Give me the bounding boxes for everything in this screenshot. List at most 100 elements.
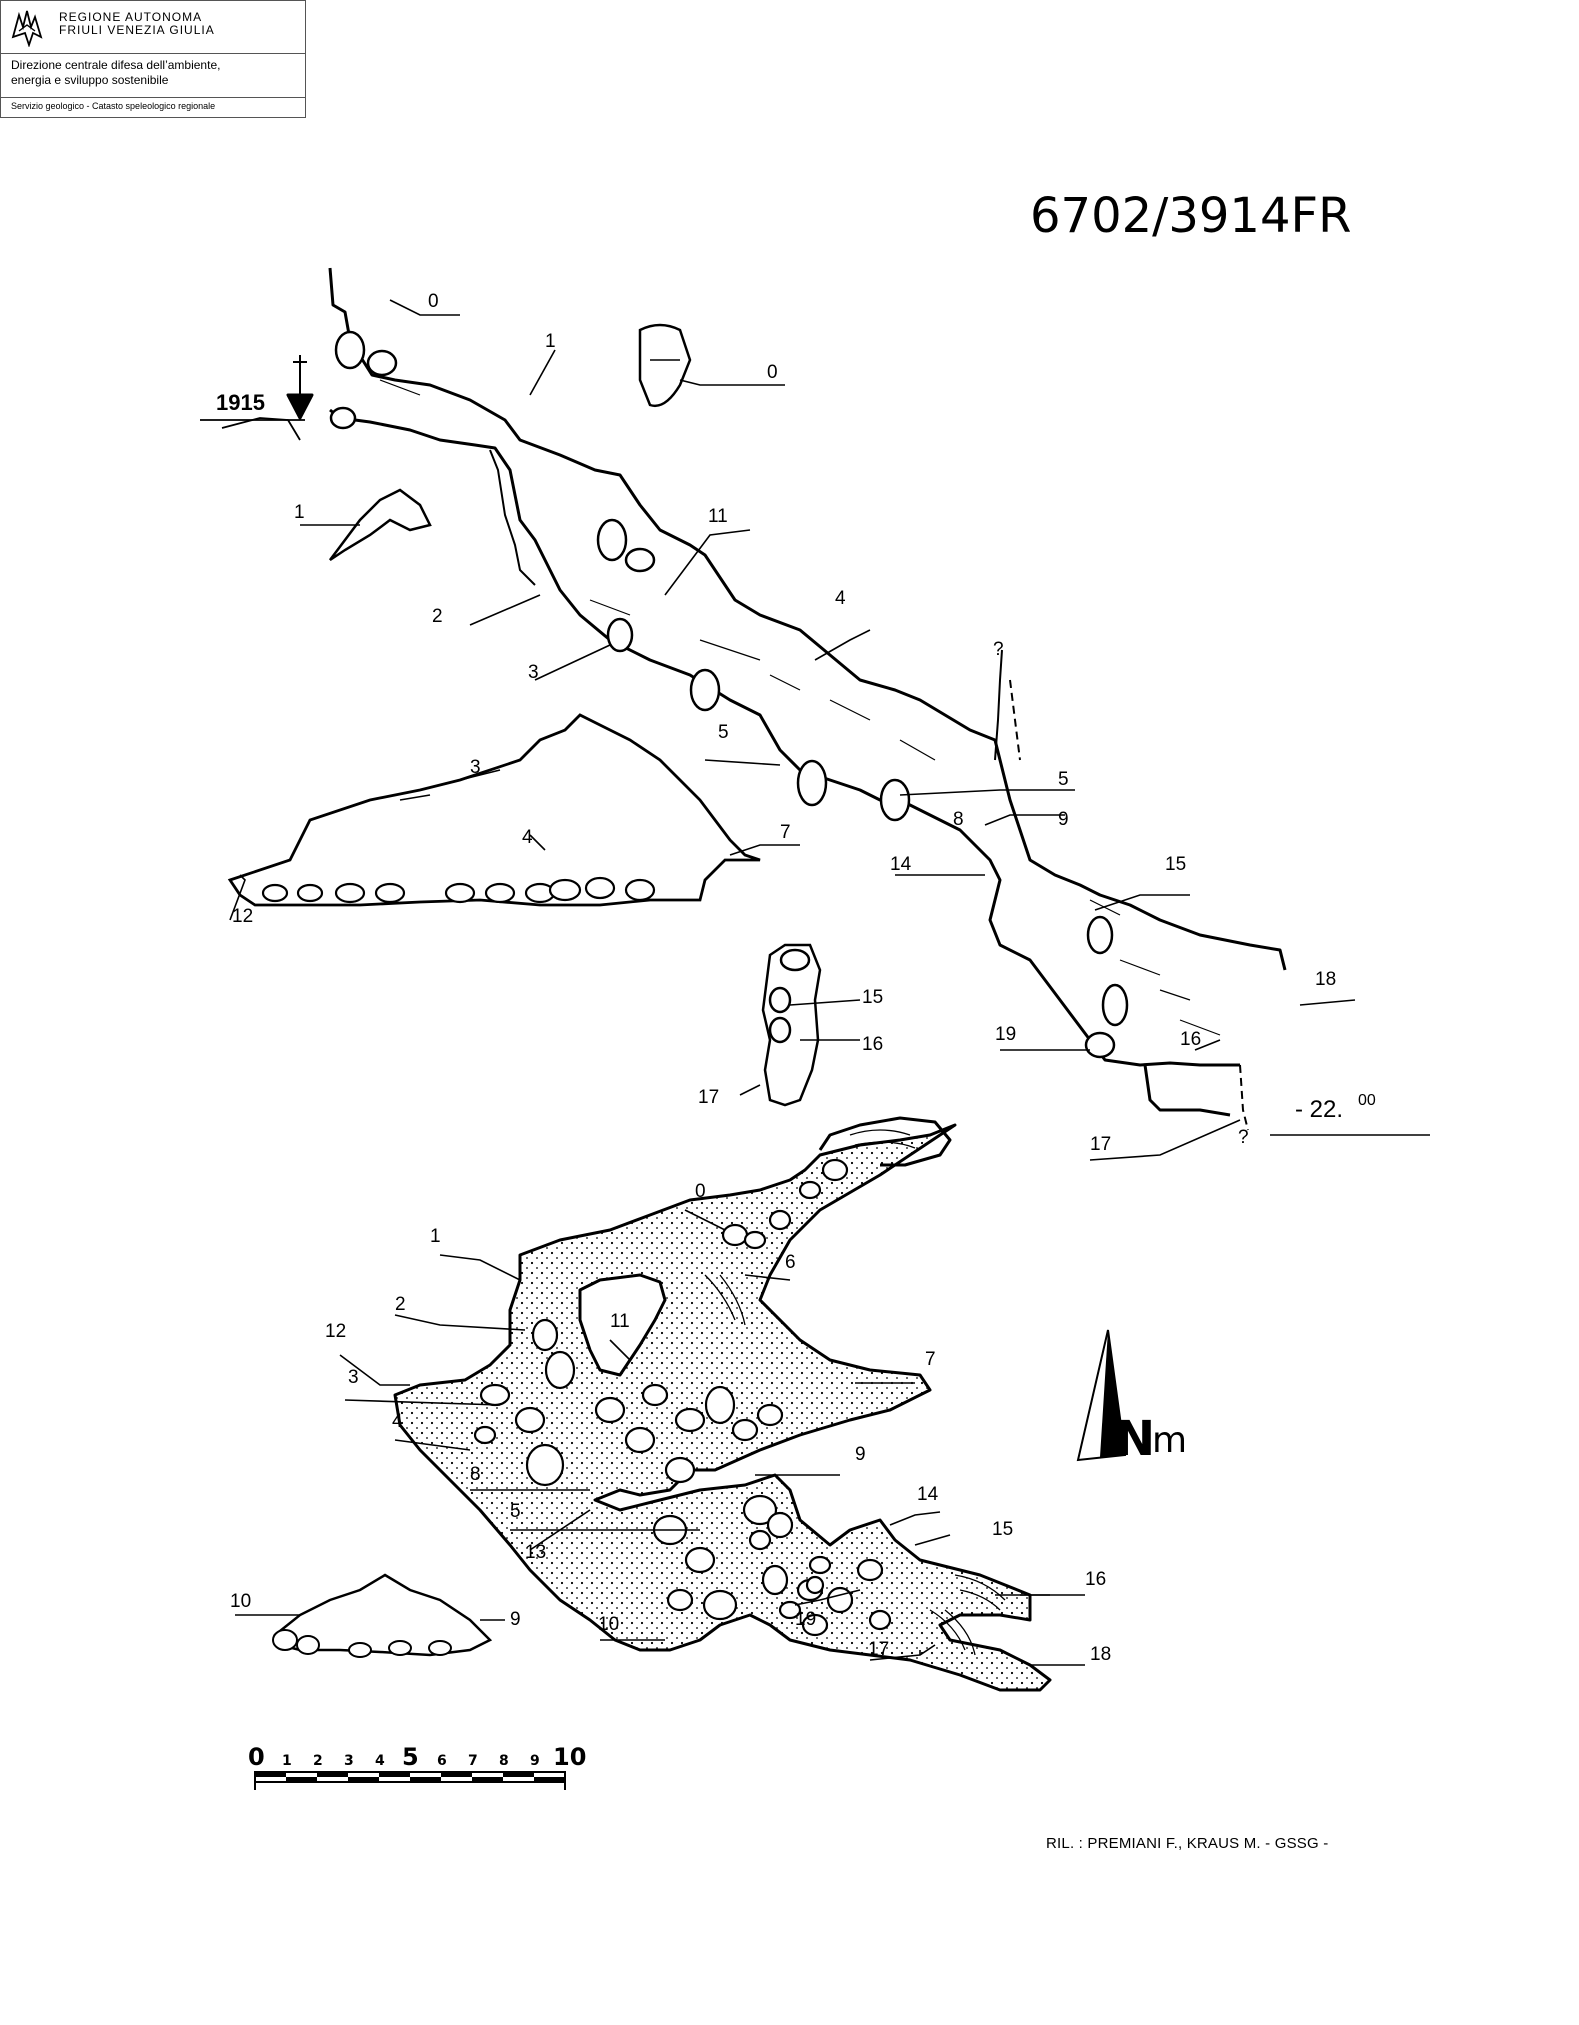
section-boulder bbox=[606, 617, 634, 653]
section-station-labels bbox=[389, 299, 1430, 1161]
section-boulder bbox=[366, 349, 398, 377]
section-label-8: 8 bbox=[953, 809, 964, 830]
section-label-18: 18 bbox=[1315, 969, 1336, 990]
plan-pillar bbox=[578, 1273, 667, 1377]
section-label-19: 19 bbox=[995, 1024, 1016, 1045]
plan-label-5: 5 bbox=[510, 1501, 521, 1522]
cross-section-label-15: 15 bbox=[862, 987, 883, 1008]
end-unknown-mark: ? bbox=[1238, 1127, 1249, 1148]
section-label-17: 17 bbox=[1090, 1134, 1111, 1155]
plan-entrance-passage bbox=[818, 1116, 952, 1167]
entrance-elevation: 1915 bbox=[216, 390, 265, 415]
cross-section-1-label: 1 bbox=[294, 502, 305, 523]
plan-label-18: 18 bbox=[1090, 1644, 1111, 1665]
section-boulder bbox=[796, 759, 828, 807]
cross-section-0-label: 0 bbox=[767, 362, 778, 383]
region-line-1: REGIONE AUTONOMA bbox=[59, 10, 203, 24]
survey-credits: RIL. : PREMIANI F., KRAUS M. - GSSG - bbox=[1046, 1835, 1329, 1852]
section-boulder bbox=[1101, 983, 1129, 1027]
plan-label-8: 8 bbox=[470, 1464, 481, 1485]
plan-label-17: 17 bbox=[868, 1639, 889, 1660]
plan-label-15: 15 bbox=[992, 1519, 1013, 1540]
section-roof-line bbox=[328, 267, 1287, 971]
plan-label-12: 12 bbox=[325, 1321, 346, 1342]
section-boulder bbox=[1086, 915, 1114, 955]
section-boulder bbox=[329, 406, 357, 430]
service-name: Servizio geologico - Catasto speleologic… bbox=[11, 101, 216, 111]
scale-bar: 0 1 2 3 4 5 6 7 8 9 10 bbox=[248, 1743, 586, 1790]
section-label-2: 2 bbox=[432, 606, 443, 627]
section-boulder bbox=[689, 668, 721, 712]
scale-tick-7: 7 bbox=[468, 1753, 478, 1769]
plan-view bbox=[393, 1116, 1052, 1692]
section-label-14: 14 bbox=[890, 854, 912, 875]
plan-label-9: 9 bbox=[855, 1444, 866, 1465]
section-chimney bbox=[994, 649, 1003, 761]
scale-tick-9: 9 bbox=[530, 1753, 540, 1769]
cross-section-label-7: 7 bbox=[780, 822, 791, 843]
section-boulder bbox=[879, 778, 911, 822]
section-end-dashed bbox=[1239, 1064, 1249, 1131]
region-header-row: REGIONE AUTONOMA FRIULI VENEZIA GIULIA bbox=[1, 1, 305, 53]
chimney-unknown-mark: ? bbox=[993, 639, 1004, 660]
section-floor-step bbox=[1143, 1064, 1231, 1117]
department-row: Direzione centrale difesa dell’ambiente,… bbox=[1, 53, 305, 98]
depth-label: - 22. bbox=[1295, 1096, 1343, 1123]
plan-label-14: 14 bbox=[917, 1484, 939, 1505]
section-shaft-wall bbox=[489, 449, 536, 586]
cross-section-label-17: 17 bbox=[698, 1087, 719, 1108]
cross-section-1 bbox=[300, 488, 432, 562]
plan-label-13: 13 bbox=[525, 1542, 546, 1563]
scale-tick-3: 3 bbox=[344, 1753, 354, 1769]
north-arrow: N m bbox=[1076, 1329, 1187, 1467]
department-name: Direzione centrale difesa dell’ambiente,… bbox=[11, 58, 220, 88]
region-name: REGIONE AUTONOMA FRIULI VENEZIA GIULIA bbox=[59, 11, 215, 37]
region-line-2: FRIULI VENEZIA GIULIA bbox=[59, 23, 215, 37]
section-boulder bbox=[334, 330, 366, 370]
section-label-5a: 5 bbox=[718, 722, 729, 743]
cave-catalog-id: 6702/3914FR bbox=[1030, 188, 1352, 244]
scale-tick-8: 8 bbox=[499, 1753, 509, 1769]
cross-section-label-4: 4 bbox=[522, 827, 533, 848]
north-arrow-label: N bbox=[1115, 1411, 1155, 1467]
section-label-11: 11 bbox=[708, 506, 728, 527]
cross-section-label-16: 16 bbox=[862, 1034, 883, 1055]
scale-tick-5: 5 bbox=[402, 1743, 419, 1771]
entrance-ground-line bbox=[221, 417, 301, 441]
section-label-9: 9 bbox=[1058, 809, 1069, 830]
cross-section-label-10: 10 bbox=[230, 1591, 251, 1612]
plan-label-6: 6 bbox=[785, 1252, 796, 1273]
scale-tick-10: 10 bbox=[553, 1743, 586, 1771]
entrance-triangle bbox=[286, 393, 314, 420]
plan-label-0: 0 bbox=[695, 1181, 706, 1202]
plan-right-lobe-inner bbox=[954, 1574, 1006, 1611]
plan-station-leaders bbox=[339, 1209, 1085, 1666]
section-label-5b: 5 bbox=[1058, 769, 1069, 790]
cross-section-0 bbox=[638, 323, 785, 408]
north-arrow-sub: m bbox=[1152, 1420, 1187, 1461]
plan-label-4: 4 bbox=[392, 1411, 403, 1432]
scale-tick-0: 0 bbox=[248, 1743, 265, 1771]
region-eagle-logo bbox=[11, 10, 43, 47]
scale-tick-6: 6 bbox=[437, 1753, 447, 1769]
section-boulder bbox=[596, 518, 628, 562]
section-label-16: 16 bbox=[1180, 1029, 1201, 1050]
longitudinal-section bbox=[200, 267, 1287, 1131]
department-line-2: energia e sviluppo sostenibile bbox=[11, 73, 169, 87]
section-label-0: 0 bbox=[428, 291, 439, 312]
service-row: Servizio geologico - Catasto speleologic… bbox=[1, 97, 305, 118]
section-label-3: 3 bbox=[528, 662, 539, 683]
section-label-1: 1 bbox=[545, 331, 556, 352]
plan-label-16: 16 bbox=[1085, 1569, 1106, 1590]
section-label-15: 15 bbox=[1165, 854, 1186, 875]
institution-header: REGIONE AUTONOMA FRIULI VENEZIA GIULIA D… bbox=[0, 0, 306, 118]
cross-section-label-12: 12 bbox=[232, 906, 253, 927]
department-line-1: Direzione centrale difesa dell’ambiente, bbox=[11, 58, 221, 72]
plan-label-10: 10 bbox=[598, 1614, 619, 1635]
section-label-4: 4 bbox=[835, 588, 846, 609]
plan-label-2: 2 bbox=[395, 1294, 406, 1315]
plan-label-7: 7 bbox=[925, 1349, 936, 1370]
scale-tick-1: 1 bbox=[282, 1753, 292, 1769]
scale-tick-2: 2 bbox=[313, 1753, 323, 1769]
